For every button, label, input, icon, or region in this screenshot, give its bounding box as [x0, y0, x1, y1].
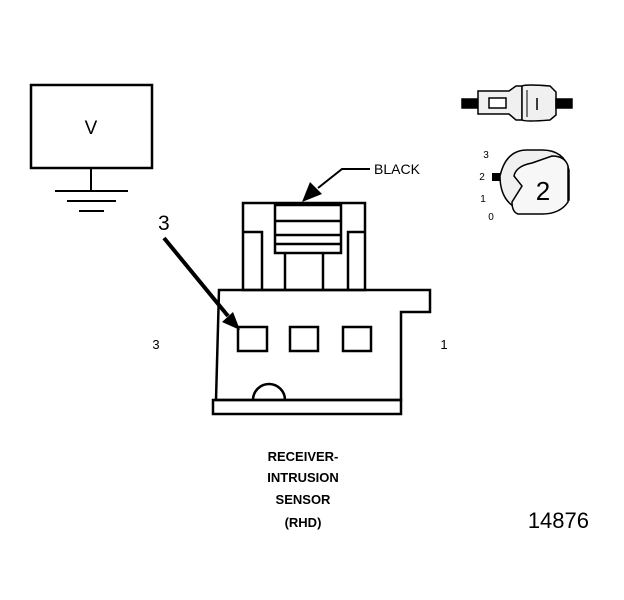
terminal-cavity-2	[288, 325, 320, 353]
callout-arrowhead-icon	[222, 312, 240, 330]
selector-position-1: 1	[480, 194, 486, 205]
connector-base	[211, 398, 403, 416]
selector-marker-icon	[492, 173, 500, 181]
selector-setting: 2	[536, 176, 550, 206]
connector-color-label: BLACK	[374, 161, 421, 177]
component-name-line-2: INTRUSION	[267, 470, 339, 485]
test-probe-icon	[461, 84, 573, 122]
component-name: RECEIVER- INTRUSION SENSOR (RHD)	[267, 449, 339, 530]
voltmeter-label: V	[85, 118, 98, 139]
black-arrowhead-icon	[302, 182, 322, 202]
terminal-cavity-1	[341, 325, 373, 353]
selector-position-3: 3	[483, 150, 489, 161]
connector-drawing	[211, 201, 432, 416]
component-name-line-1: RECEIVER-	[268, 449, 339, 464]
figure-id: 14876	[528, 508, 589, 533]
callout-number: 3	[158, 212, 170, 235]
connector-body	[214, 288, 432, 402]
component-name-line-4: (RHD)	[285, 515, 322, 530]
connector-latch	[251, 382, 287, 401]
component-name-line-3: SENSOR	[276, 492, 332, 507]
ground-icon	[55, 168, 128, 212]
selector-grip-icon	[511, 155, 569, 215]
selector-position-0: 0	[488, 212, 494, 223]
selector-knob: 3 2 1 0 2	[479, 149, 570, 223]
probe-callout: 3	[158, 212, 240, 330]
left-terminal-number: 3	[152, 337, 159, 352]
voltmeter: V	[29, 83, 154, 212]
black-callout: BLACK	[302, 161, 421, 202]
connector-tab	[273, 203, 343, 255]
selector-position-2: 2	[479, 172, 485, 183]
terminal-cavity-3	[236, 325, 269, 353]
right-terminal-number: 1	[440, 337, 447, 352]
